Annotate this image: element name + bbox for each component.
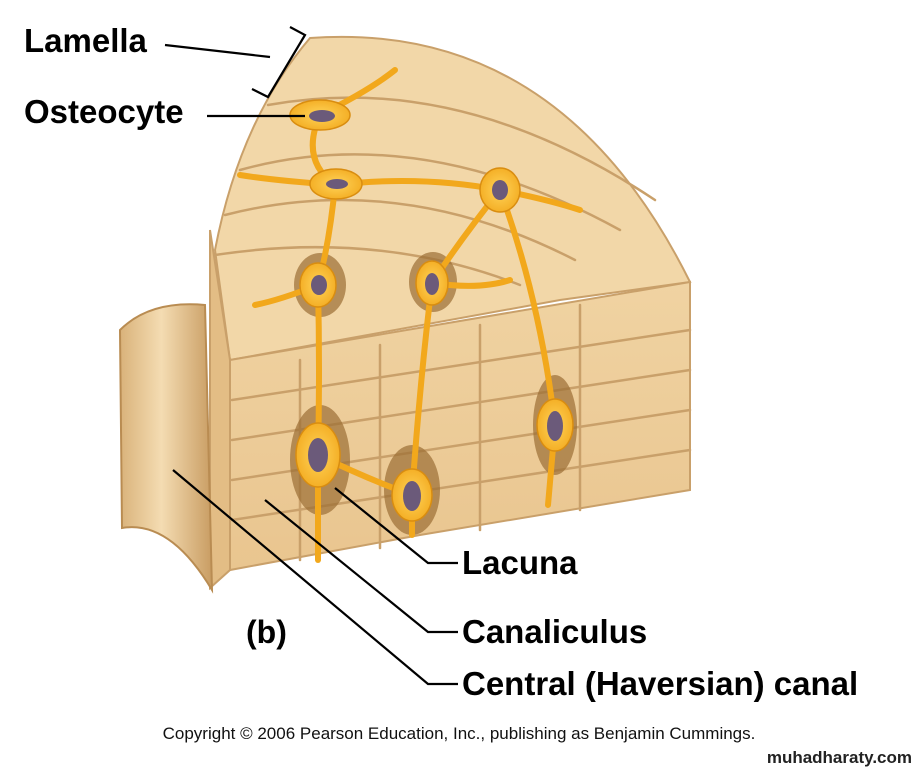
osteocyte-cell (415, 260, 449, 306)
lamella-leader (164, 43, 271, 59)
central-canal-leader (172, 469, 458, 686)
central-canal-label: Central (Haversian) canal (462, 665, 859, 702)
osteocyte-cell (391, 468, 433, 522)
lacuna-label: Lacuna (462, 544, 578, 581)
central-canal-wall (118, 303, 214, 594)
osteocyte-label: Osteocyte (24, 93, 184, 130)
panel-letter: (b) (246, 614, 287, 650)
lamellae-rings (213, 96, 657, 287)
copyright-notice: Copyright © 2006 Pearson Education, Inc.… (162, 724, 756, 743)
leader-lines (164, 26, 458, 686)
osteocyte-cell (309, 168, 363, 200)
osteocyte-cell (536, 398, 574, 452)
lamella-bracket (251, 26, 307, 99)
osteocyte-cell (295, 422, 341, 488)
osteocyte-cell (299, 262, 337, 308)
watermark: muhadharaty.com (766, 748, 912, 767)
osteocyte-cell (479, 167, 521, 213)
canaliculus-leader (264, 499, 458, 634)
lacuna-leader (334, 487, 458, 565)
osteocytes (289, 99, 574, 522)
canaliculus-label: Canaliculus (462, 613, 648, 650)
lamella-label: Lamella (24, 22, 147, 59)
